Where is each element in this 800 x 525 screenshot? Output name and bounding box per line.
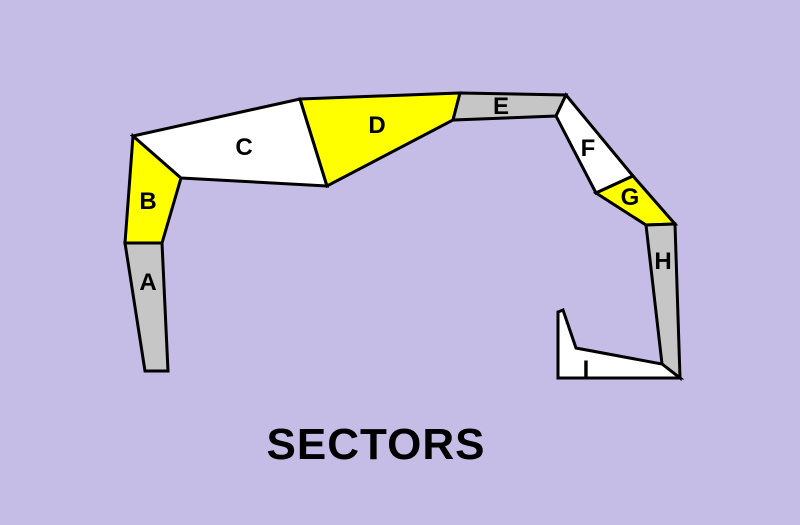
page-title: SECTORS: [266, 420, 486, 469]
sector-h-label: H: [654, 248, 671, 275]
sector-d-label: D: [368, 112, 385, 139]
sector-i-shape: [556, 308, 685, 380]
sector-i-label: I: [583, 356, 590, 383]
sector-f-label: F: [581, 135, 596, 162]
sector-b-label: B: [139, 188, 156, 215]
sector-a-label: A: [139, 269, 156, 296]
sector-g-label: G: [621, 184, 640, 211]
sector-c-label: C: [235, 134, 252, 161]
sector-d-shape: [297, 91, 462, 189]
sector-e-label: E: [493, 93, 509, 120]
sector-a-shape: [123, 241, 170, 373]
sector-e-shape: [451, 91, 569, 122]
